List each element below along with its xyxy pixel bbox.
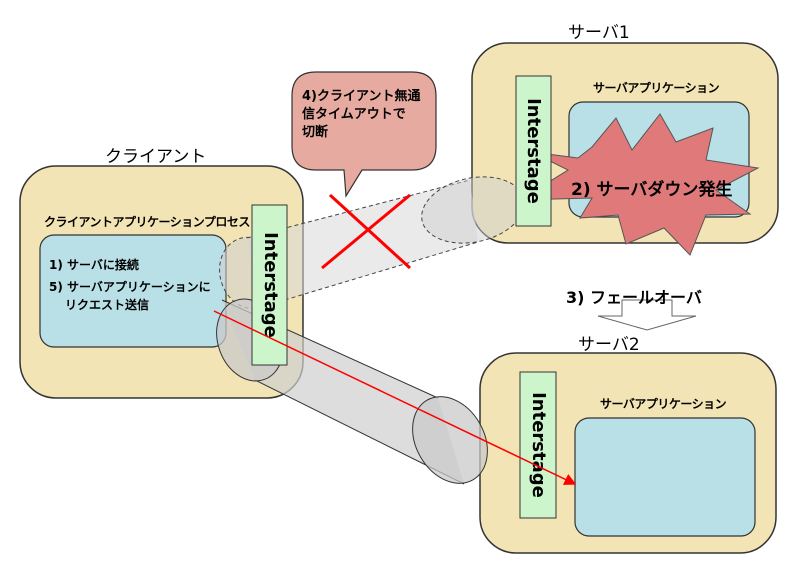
client-step-2: 5) サーバアプリケーションに xyxy=(49,280,211,294)
client-steps: 1) サーバに接続 5) サーバアプリケーションに リクエスト送信 xyxy=(49,256,211,314)
broken-connection-tube xyxy=(247,180,478,308)
callout-line-1: 4)クライアント無通 xyxy=(302,89,421,104)
server1-app-label: サーバアプリケーション xyxy=(593,81,720,95)
server1-title: サーバ1 xyxy=(568,23,630,43)
client-step-2-cont: リクエスト送信 xyxy=(65,298,150,312)
client-step-1: 1) サーバに接続 xyxy=(49,258,139,272)
timeout-callout xyxy=(291,71,437,198)
failover-arrow xyxy=(597,299,697,331)
disconnect-cross-a xyxy=(328,193,412,270)
request-arrow xyxy=(213,310,577,485)
server2-middleware-bar xyxy=(519,371,557,519)
client-process-label: クライアントアプリケーションプロセス xyxy=(44,215,250,229)
callout-line-2: 信タイムアウトで xyxy=(302,107,406,122)
server2-app-label: サーバアプリケーション xyxy=(600,397,727,411)
server-down-label: 2) サーバダウン発生 xyxy=(571,180,733,200)
server1-middleware-label: Interstage xyxy=(523,98,544,204)
failover-label: 3) フェールオーバ xyxy=(566,288,702,307)
callout-line-3: 切断 xyxy=(302,125,329,140)
disconnect-cross-b xyxy=(321,193,411,270)
timeout-callout-text: 4)クライアント無通 信タイムアウトで 切断 xyxy=(302,88,432,142)
client-middleware-label: Interstage xyxy=(260,232,281,338)
client-title: クライアント xyxy=(105,147,207,167)
active-tube-end-server xyxy=(412,396,488,484)
server2-title: サーバ2 xyxy=(578,335,640,355)
server2-middleware-label: Interstage xyxy=(528,392,549,498)
server1-middleware-bar xyxy=(515,75,552,227)
server2-app-box xyxy=(574,417,756,537)
